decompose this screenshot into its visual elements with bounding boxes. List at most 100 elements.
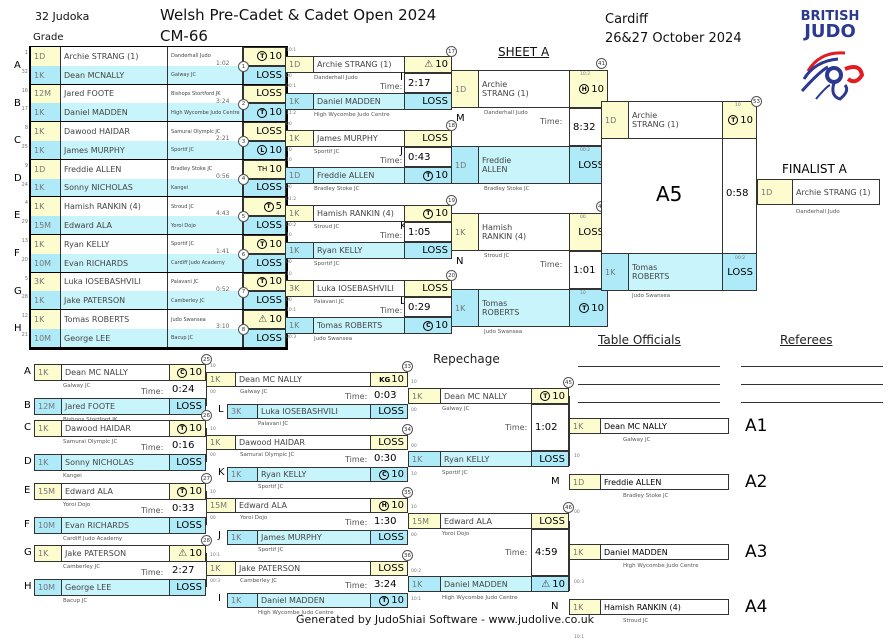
- grade-cell: 1K: [408, 576, 441, 592]
- official-line[interactable]: [578, 384, 720, 385]
- match-time: 0:56: [216, 172, 230, 180]
- competitor-name[interactable]: Jake PATERSON: [235, 561, 371, 576]
- match-time: 0:30: [374, 453, 397, 464]
- score-note: 00: [411, 533, 417, 538]
- match-time: 0:33: [172, 503, 195, 514]
- referee-line[interactable]: [741, 366, 883, 367]
- grade-cell: 12M: [34, 398, 62, 415]
- competitor-name[interactable]: Dawood HAIDAR: [61, 420, 170, 437]
- official-line[interactable]: [578, 366, 720, 367]
- club-cell: Bacup JC: [168, 329, 243, 348]
- competitor-name[interactable]: Daniel MADDEN: [313, 93, 405, 110]
- competitor-name[interactable]: Dean MC NALLY: [235, 372, 371, 387]
- competitor-name[interactable]: Dean MCNALLY: [61, 65, 168, 85]
- result-value: LOSS: [422, 245, 448, 256]
- competitor-name[interactable]: James MURPHY: [61, 141, 168, 160]
- match-number: 27: [201, 473, 212, 484]
- competitor-name[interactable]: Dean MC NALLY: [61, 364, 170, 381]
- competitor-name[interactable]: Archie STRANG (1): [61, 47, 168, 66]
- competitor-name[interactable]: Jared FOOTE: [61, 84, 168, 104]
- competitor-name[interactable]: Edward ALA: [61, 483, 170, 500]
- competitor-name[interactable]: Freddie ALLEN: [61, 159, 168, 179]
- competitor-name[interactable]: Ryan KELLY: [61, 235, 168, 254]
- result-cell: LOSS: [243, 329, 286, 348]
- competitor-name[interactable]: Hamish RANKIN (4): [61, 197, 168, 217]
- score-note: 01:2: [286, 197, 297, 202]
- placement-name[interactable]: Dean MC NALLY: [600, 418, 729, 434]
- result-value: LOSS: [176, 520, 202, 531]
- competitor-name[interactable]: Sonny NICHOLAS: [61, 454, 170, 471]
- placement-name[interactable]: Freddie ALLEN: [600, 474, 729, 490]
- grade-cell: 1K: [206, 435, 236, 450]
- competitor-name[interactable]: Freddie ALLEN: [313, 167, 405, 184]
- score-note: 10: [735, 103, 741, 108]
- score-note: 00: [580, 215, 586, 220]
- competitor-name[interactable]: James MURPHY: [313, 130, 405, 147]
- score-note: 00: [286, 298, 292, 303]
- competitor-name[interactable]: Luka IOSEBASHVILI: [257, 404, 371, 419]
- competitor-name[interactable]: George LEE: [61, 579, 170, 596]
- competitor-name[interactable]: Ryan KELLY: [257, 467, 371, 482]
- referee-line[interactable]: [741, 402, 883, 403]
- referee-line[interactable]: [741, 384, 883, 385]
- placement-name[interactable]: Hamish RANKIN (4): [600, 599, 729, 615]
- score-note: 10: [286, 272, 292, 277]
- club-cell: Cardiff Judo Academy: [168, 253, 243, 273]
- competitor-name[interactable]: Daniel MADDEN: [61, 103, 168, 123]
- footer-credit[interactable]: Generated by JudoShiai Software - www.ju…: [296, 613, 595, 626]
- official-line[interactable]: [578, 402, 720, 403]
- grade-cell: 1K: [34, 420, 62, 437]
- competitor-name[interactable]: Jake PATERSON: [61, 545, 170, 562]
- club-name: Sportif JC: [258, 484, 284, 490]
- competitor-name[interactable]: Edward ALA: [235, 498, 371, 513]
- finalist-name[interactable]: Archie STRANG (1): [792, 179, 880, 205]
- competitor-name[interactable]: Ryan KELLY: [440, 451, 532, 467]
- competitor-name[interactable]: Daniel MADDEN: [257, 593, 371, 608]
- competitor-name[interactable]: Sonny NICHOLAS: [61, 178, 168, 198]
- competitor-name[interactable]: Evan RICHARDS: [61, 517, 170, 534]
- competitor-name[interactable]: Luka IOSEBASHVILI: [313, 280, 405, 297]
- competitor-name[interactable]: Evan RICHARDS: [61, 253, 168, 273]
- placement-label: A2: [745, 472, 768, 492]
- technique-t-icon: T: [540, 391, 551, 401]
- competitor-name[interactable]: George LEE: [61, 329, 168, 348]
- club-name: Sportif JC: [442, 470, 468, 476]
- pool-letter: E: [14, 210, 21, 222]
- competitor-name[interactable]: Dawood HAIDAR: [61, 122, 168, 141]
- competitor-name[interactable]: Jared FOOTE: [61, 398, 170, 415]
- competitor-name[interactable]: Tomas ROBERTS: [61, 310, 168, 329]
- competitor-name[interactable]: Edward ALA: [61, 216, 168, 235]
- time-label: Time:: [380, 82, 403, 91]
- competitor-name[interactable]: James MURPHY: [257, 530, 371, 545]
- match-number: 35: [402, 487, 413, 498]
- score-note: 00:3: [286, 335, 297, 340]
- competitor-name[interactable]: Archie STRANG (1): [313, 56, 405, 73]
- club-name: Samurai Olympic JC: [240, 452, 295, 458]
- competitor-name[interactable]: Daniel MADDEN: [440, 576, 532, 592]
- score-note: 10:1: [286, 308, 297, 313]
- competitor-name[interactable]: Dean MC NALLY: [440, 388, 532, 404]
- result-value: LOSS: [422, 283, 448, 294]
- result-cell: ⚠10: [531, 576, 569, 592]
- placement-name[interactable]: Daniel MADDEN: [600, 544, 729, 560]
- competitor-name[interactable]: Hamish RANKIN (4): [313, 205, 405, 222]
- competitor-name[interactable]: Ryan KELLY: [313, 242, 405, 259]
- competitor-name[interactable]: Edward ALA: [440, 513, 532, 529]
- competitor-name[interactable]: Jake PATERSON: [61, 291, 168, 311]
- competitor-name[interactable]: Luka IOSEBASHVILI: [61, 272, 168, 292]
- result-cell: LOSS: [404, 280, 452, 297]
- technique-h-icon: H: [579, 84, 590, 94]
- competitor-name[interactable]: Dawood HAIDAR: [235, 435, 371, 450]
- match-number: 2: [238, 98, 249, 110]
- match-number: 6: [238, 249, 249, 260]
- seed-number: 32: [21, 68, 28, 75]
- competitor-name[interactable]: Tomas ROBERTS: [313, 317, 405, 334]
